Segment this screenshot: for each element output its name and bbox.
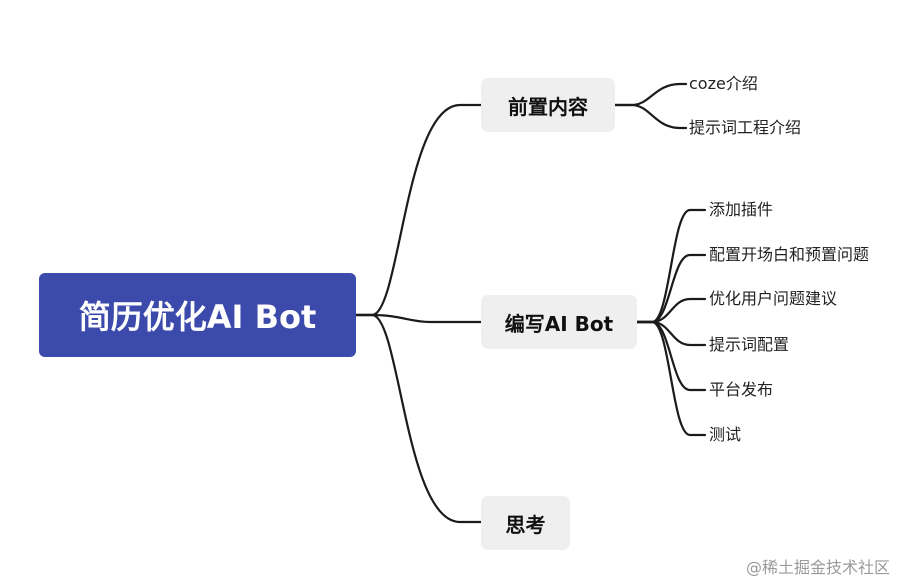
leaf-testing: 测试	[709, 425, 742, 444]
leaf-coze-intro: coze介绍	[689, 74, 758, 93]
branch-node-thinking: 思考	[481, 496, 570, 550]
root-node: 简历优化AI Bot	[39, 273, 356, 357]
connector-write-leaf-6	[635, 320, 707, 437]
connector-root-think	[354, 313, 483, 524]
branch-node-write-ai-bot: 编写AI Bot	[481, 295, 637, 349]
connector-prereq-leaf-1	[613, 82, 688, 107]
connector-root-prereq	[354, 103, 483, 317]
connector-write-leaf-1	[635, 208, 707, 324]
leaf-prompt-engineering-intro: 提示词工程介绍	[689, 118, 802, 137]
watermark: @稀土掘金技术社区	[745, 558, 890, 577]
connector-write-leaf-3	[635, 297, 707, 324]
leaf-add-plugin: 添加插件	[709, 200, 774, 219]
connector-prereq-leaf-2	[613, 103, 688, 130]
leaf-configure-opening-and-preset-questions: 配置开场白和预置问题	[709, 245, 870, 264]
leaf-optimize-user-question-suggestions: 优化用户问题建议	[709, 289, 838, 308]
leaf-platform-publish: 平台发布	[709, 380, 774, 399]
leaf-prompt-configuration: 提示词配置	[709, 335, 790, 354]
branch-node-prerequisites: 前置内容	[481, 78, 615, 132]
connector-write-leaf-4	[635, 320, 707, 347]
